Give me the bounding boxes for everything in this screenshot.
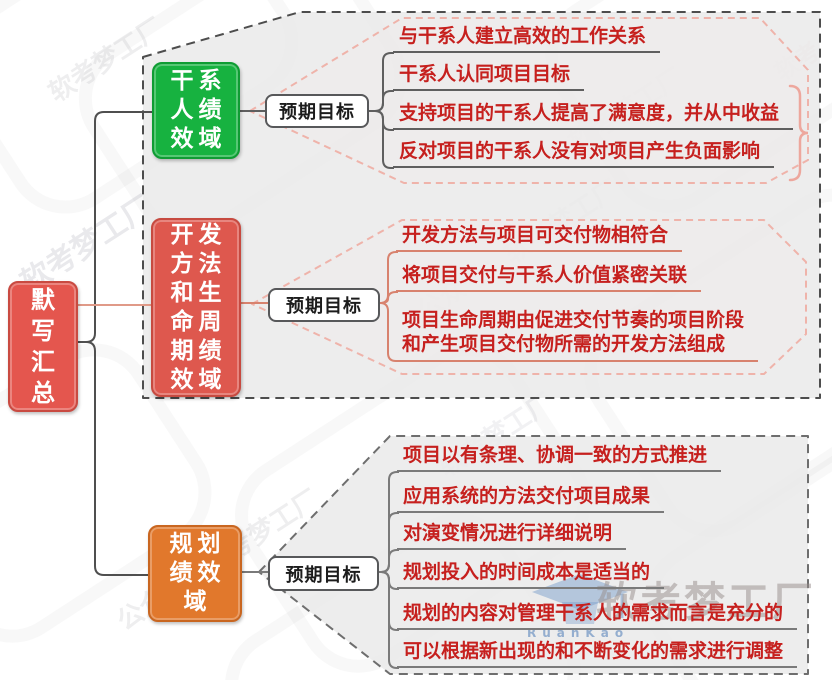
leaf-item[interactable]: 将项目交付与干系人价值紧密关联 (396, 264, 702, 292)
leaf-item[interactable]: 项目以有条理、协调一致的方式推进 (397, 444, 722, 472)
brand-watermark: 软考梦工厂 (596, 578, 816, 626)
leaf-item[interactable]: 规划的内容对管理干系人的需求而言是充分的 (397, 602, 798, 630)
leaf-item[interactable]: 项目生命周期由促进交付节奏的项目阶段 和产生项目交付物所需的开发方法组成 (396, 308, 759, 362)
leaf-item[interactable]: 支持项目的干系人提高了满意度，并从中收益 (393, 102, 794, 130)
root-topic[interactable]: 默写汇总 (8, 281, 78, 412)
expected-goal-box-2[interactable]: 预期目标 (268, 288, 380, 322)
root-topic-label: 默写汇总 (31, 285, 55, 407)
leaf-item[interactable]: 与干系人建立高效的工作关系 (393, 25, 661, 53)
leaf-item[interactable]: 应用系统的方法交付项目成果 (397, 485, 665, 513)
expected-goal-box-1[interactable]: 预期目标 (265, 94, 369, 128)
ruankao-cap-icon (532, 574, 628, 624)
leaf-item[interactable]: 规划投入的时间成本是适当的 (397, 561, 665, 589)
leaf-item[interactable]: 反对项目的干系人没有对项目产生负面影响 (393, 140, 775, 168)
boundary-branch2 (251, 219, 807, 375)
leaf-item[interactable]: 开发方法与项目可交付物相符合 (396, 224, 683, 252)
leaf-item[interactable]: 干系人认同项目目标 (393, 63, 585, 91)
expected-goal-box-3[interactable]: 预期目标 (268, 556, 379, 591)
topic-planning-domain[interactable]: 规划绩效域 (148, 525, 242, 622)
topic-label: 规划绩效域 (169, 531, 226, 615)
leaf-item[interactable]: 可以根据新出现的和不断变化的需求进行调整 (397, 640, 798, 668)
topic-label: 干系人绩效域 (170, 68, 227, 152)
topic-label: 开发方法和生命周期绩效域 (170, 221, 227, 393)
boundary-branch3 (258, 435, 809, 675)
topic-stakeholder-domain[interactable]: 干系人绩效域 (152, 62, 240, 159)
leaf-item[interactable]: 对演变情况进行详细说明 (397, 522, 627, 550)
boundary-branch1 (249, 17, 809, 184)
group-brace (788, 84, 809, 182)
topic-devmethod-lifecycle-domain[interactable]: 开发方法和生命周期绩效域 (151, 218, 241, 397)
